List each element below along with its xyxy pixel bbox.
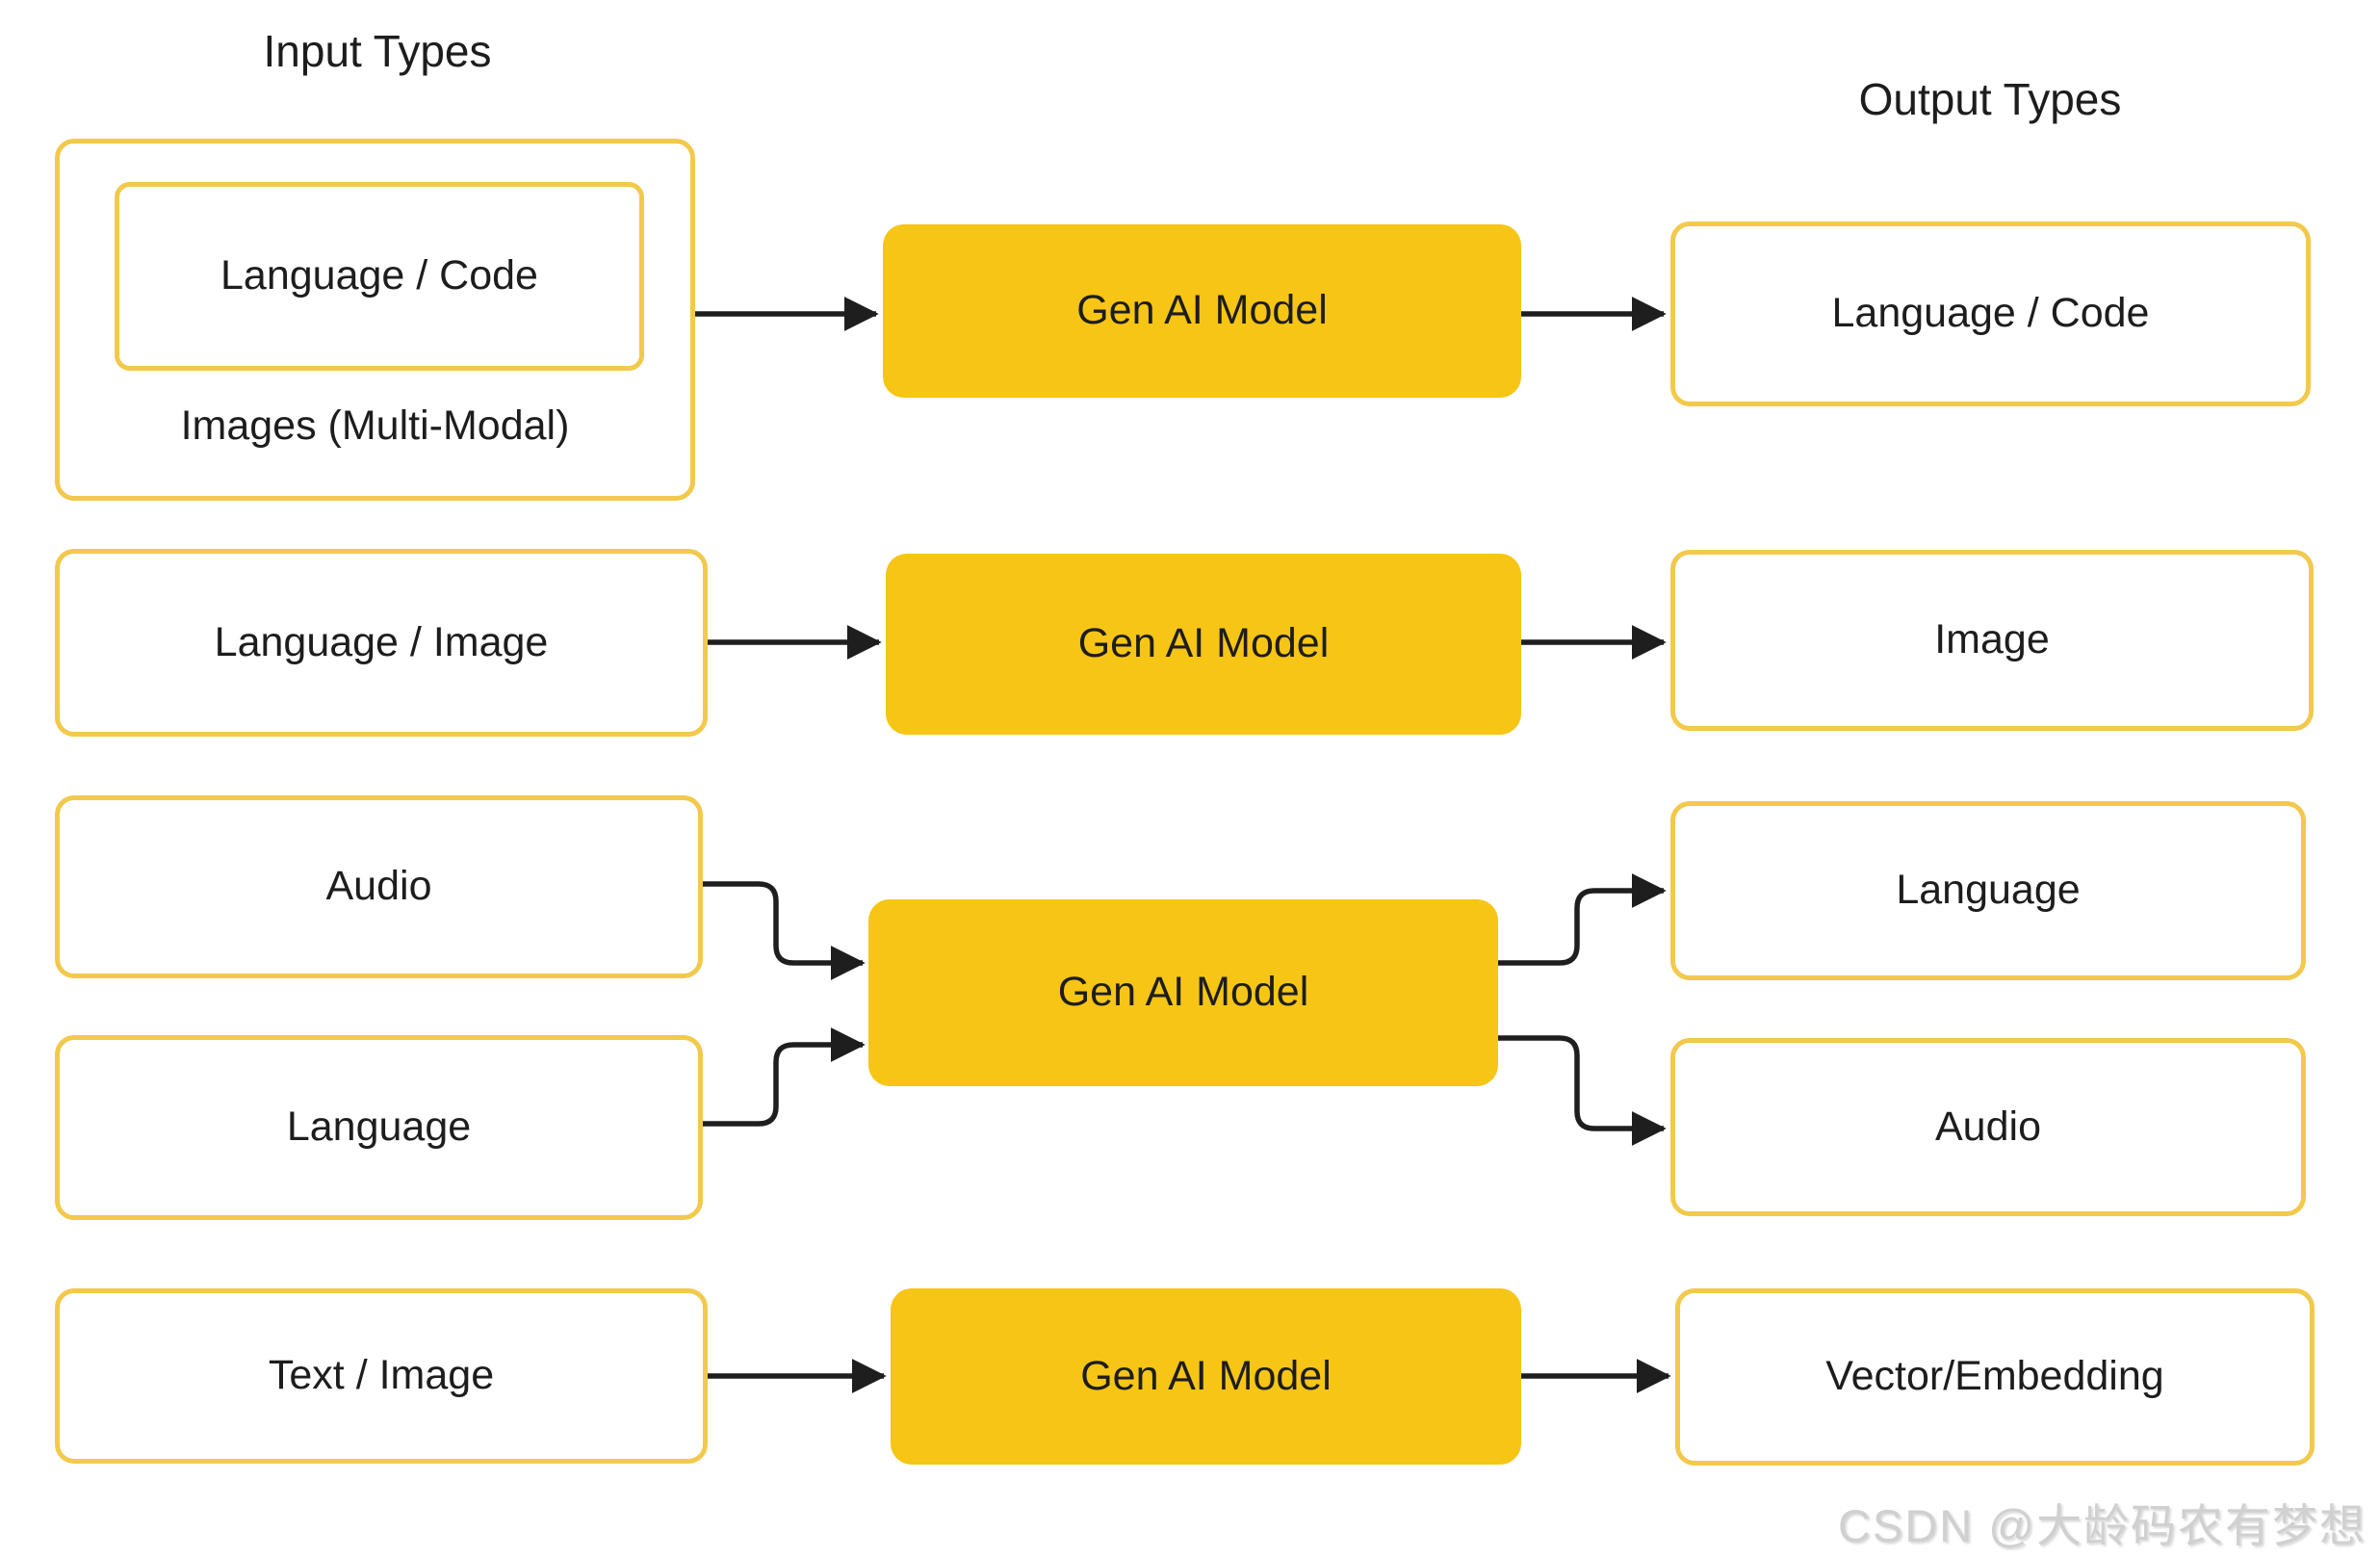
node-label: Audio (1935, 1103, 2041, 1150)
arrow-language-to-model3 (703, 1027, 866, 1127)
output-types-header: Output Types (1858, 74, 2122, 124)
input-node-text-image: Text / Image (55, 1288, 708, 1464)
node-label: Text / Image (268, 1352, 495, 1399)
arrow-model3-to-language-output (1498, 873, 1667, 966)
input-node-audio: Audio (55, 795, 703, 978)
node-label: Image (1934, 616, 2050, 663)
input-node-multimodal-group: Language / Code Images (Multi-Modal) (55, 139, 695, 501)
node-label: Gen AI Model (1076, 287, 1328, 334)
node-label: Gen AI Model (1057, 969, 1309, 1016)
arrow-audio-to-model3 (703, 881, 866, 980)
output-node-language: Language (1670, 801, 2306, 980)
genai-model-node-3: Gen AI Model (868, 899, 1498, 1086)
output-node-audio: Audio (1670, 1038, 2306, 1216)
genai-model-node-4: Gen AI Model (891, 1288, 1521, 1465)
output-node-language-code: Language / Code (1670, 221, 2311, 406)
node-label: Gen AI Model (1080, 1352, 1332, 1399)
node-label: Gen AI Model (1077, 620, 1330, 667)
watermark: CSDN @大龄码农有梦想 (1838, 1500, 2367, 1551)
node-label: Language (286, 1104, 472, 1151)
node-label: Language / Code (220, 252, 538, 299)
node-label: Audio (325, 863, 432, 910)
node-label: Vector/Embedding (1825, 1353, 2164, 1400)
arrow-model3-to-audio-output (1498, 1035, 1667, 1146)
node-label: Language (1896, 867, 2081, 914)
input-node-language-image: Language / Image (55, 549, 708, 737)
input-types-header: Input Types (263, 26, 492, 76)
node-label: Language / Code (1831, 290, 2150, 337)
genai-model-node-1: Gen AI Model (883, 224, 1521, 398)
output-node-vector-embedding: Vector/Embedding (1675, 1288, 2315, 1466)
genai-model-node-2: Gen AI Model (886, 554, 1521, 735)
node-label: Images (Multi-Modal) (180, 402, 570, 450)
node-label: Language / Image (214, 618, 549, 665)
input-node-language-code: Language / Code (115, 182, 644, 371)
output-node-image: Image (1670, 550, 2314, 731)
input-node-language: Language (55, 1035, 703, 1220)
